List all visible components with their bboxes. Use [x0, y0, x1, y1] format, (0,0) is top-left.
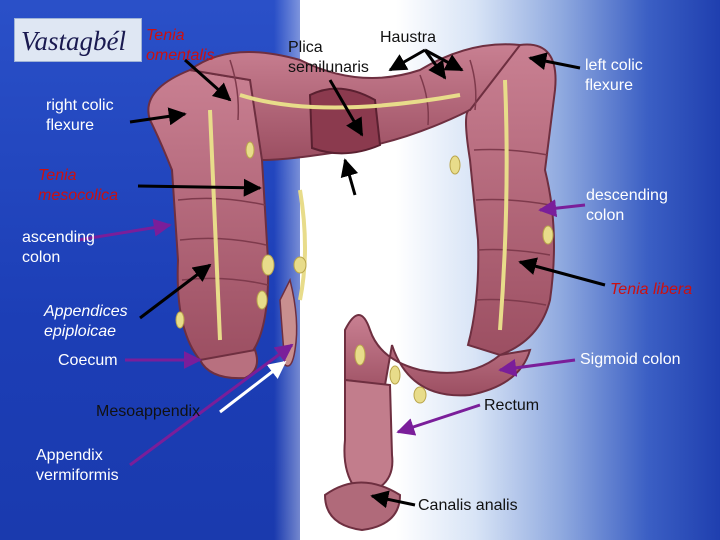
label-tenia-mesocolica: Tenia mesocolica: [38, 166, 148, 206]
opened-transverse-section: [310, 89, 380, 154]
label-mesoappendix: Mesoappendix: [96, 402, 200, 422]
label-transverse-colon: transverse colon: [314, 196, 414, 236]
label-appendices-epiploicae: Appendices epiploicae: [44, 302, 154, 342]
label-rectum: Rectum: [484, 396, 539, 416]
label-tenia-libera: Tenia libera: [610, 280, 692, 300]
label-tenia-omentalis: Tenia omentalis: [146, 26, 236, 66]
label-appendix-vermiformis: Appendix vermiformis: [36, 446, 146, 486]
arrow-transverse-colon: [345, 160, 355, 195]
label-plica-semilunaris: Plica semilunaris: [288, 38, 388, 78]
label-sigmoid-colon: Sigmoid colon: [580, 350, 681, 370]
anal-canal-shape: [325, 483, 400, 531]
arrow-tenia-mesocolica: [138, 186, 260, 188]
label-canalis-analis: Canalis analis: [418, 496, 518, 516]
label-right-colic-flexure: right colic flexure: [46, 96, 136, 136]
arrow-haustra-1: [390, 50, 425, 70]
label-haustra: Haustra: [380, 28, 436, 48]
label-left-colic-flexure: left colic flexure: [585, 56, 665, 96]
label-coecum: Coecum: [58, 351, 118, 371]
arrow-rectum: [398, 405, 480, 432]
rectum-shape: [344, 380, 392, 490]
label-ascending-colon: ascending colon: [22, 228, 122, 268]
slide-title: Vastagbél: [14, 18, 142, 62]
label-descending-colon: descending colon: [586, 186, 696, 226]
